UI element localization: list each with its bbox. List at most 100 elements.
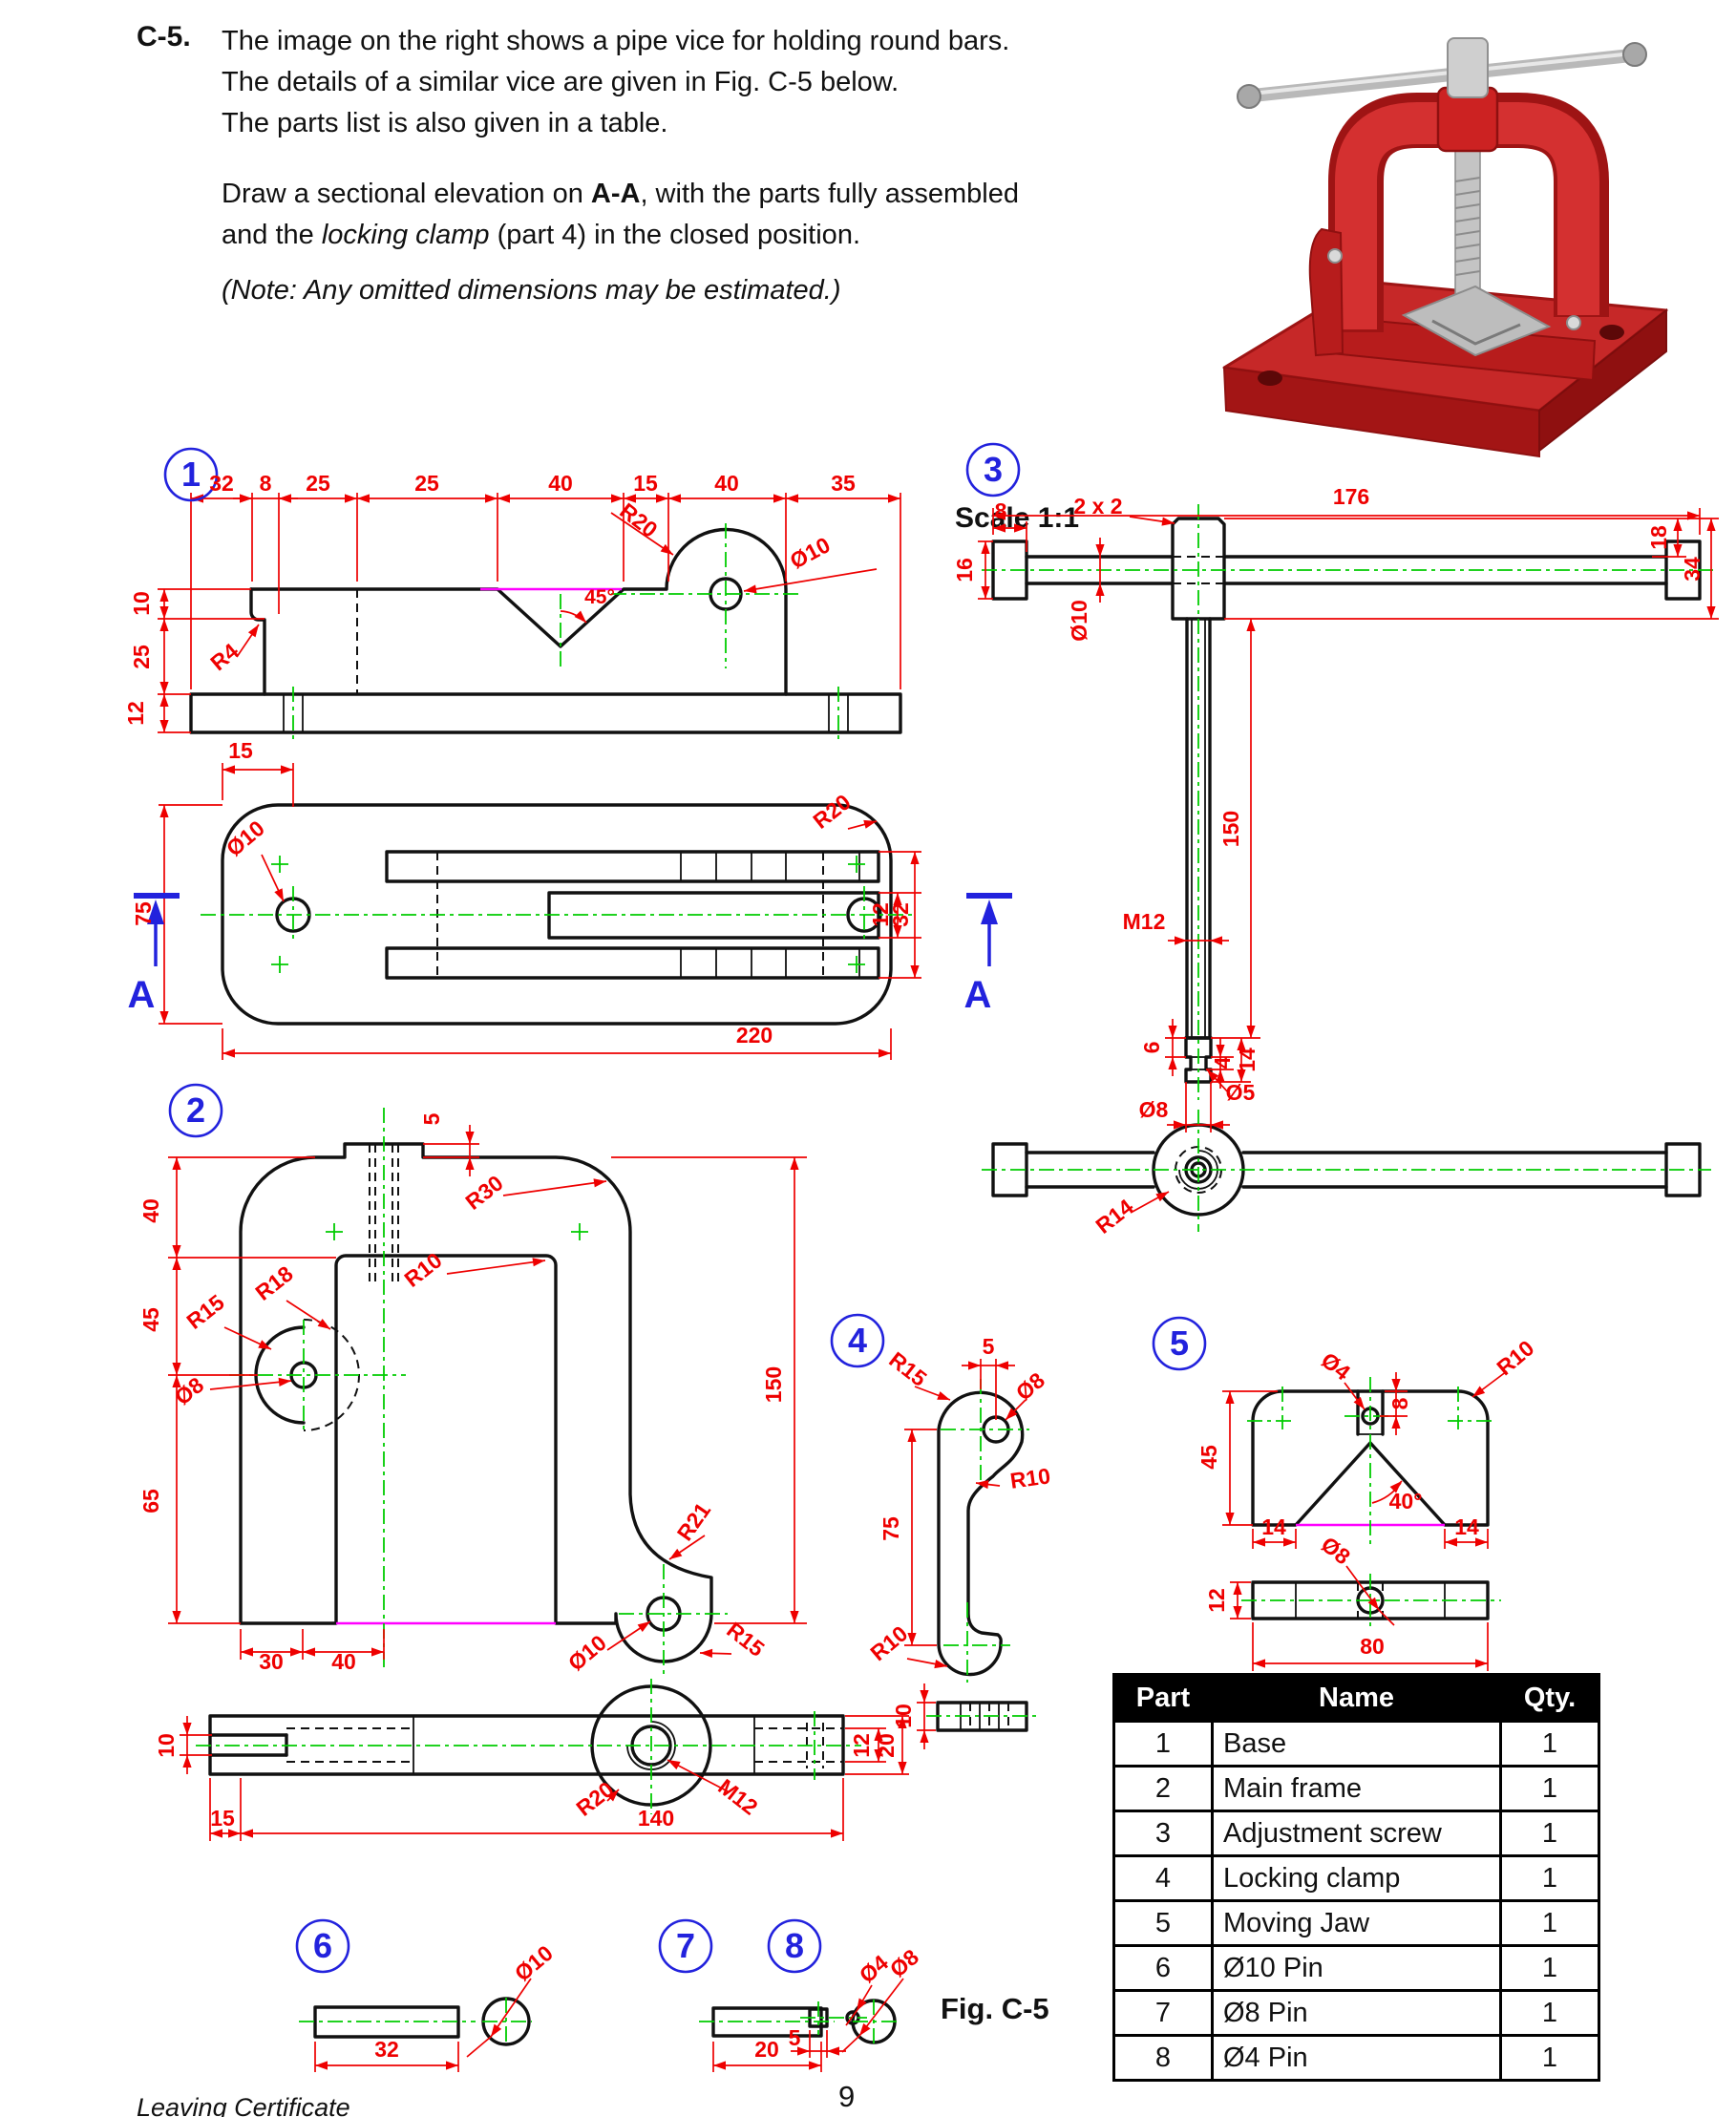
table-header-qty: Qty. [1499, 1673, 1600, 1723]
dim-label: 45° [584, 586, 615, 608]
qty-cell: 1 [1499, 1989, 1600, 2037]
clamp-3d [1308, 227, 1344, 357]
screw-head-3d [1447, 37, 1489, 98]
part-name-cell: Ø4 Pin [1211, 2034, 1502, 2082]
dim-label: Ø10 [563, 1630, 611, 1676]
dim-label: Ø8 [1317, 1532, 1355, 1570]
part2-mainframe-elevation [239, 1142, 713, 1663]
dim-label: 15 [633, 471, 658, 496]
part-no-cell: 6 [1112, 1944, 1214, 1992]
dim-label: R20 [571, 1776, 618, 1820]
part-balloons-layer: 12 3 4 5 6 7 8 [163, 442, 1207, 1974]
dim-label: 18 [1646, 525, 1671, 550]
dim-label: 40° [1389, 1489, 1423, 1514]
dim-label: Ø4 [1317, 1347, 1355, 1386]
dim-label: Ø10 [1067, 600, 1091, 641]
qty-cell: 1 [1499, 1810, 1600, 1857]
dim-label: 40 [714, 471, 739, 496]
dim-label: 8 [1387, 1397, 1412, 1409]
dim-label: 8 [995, 498, 1007, 523]
dim-label: 40 [138, 1198, 163, 1223]
dim-label: 32 [209, 471, 234, 496]
statement-line-2: The details of a similar vice are given … [222, 67, 900, 97]
balloon-number: 8 [785, 1926, 804, 1965]
centerlines-layer [196, 504, 1714, 2046]
dim-label: 12 [868, 902, 893, 927]
dim-label: 16 [952, 558, 977, 582]
dim-label: 15 [210, 1806, 235, 1831]
dim-label: 40 [548, 471, 573, 496]
dimensions-layer [158, 493, 1719, 2072]
dim-label: 40 [331, 1649, 356, 1674]
dim-label: R20 [615, 497, 662, 541]
balloon-number: 3 [984, 450, 1003, 489]
balloon-number: 7 [676, 1926, 695, 1965]
dim-label: 2 x 2 [1073, 494, 1122, 519]
part-no-cell: 3 [1112, 1810, 1214, 1857]
dim-label: M12 [1123, 909, 1166, 934]
part-no-cell: 1 [1112, 1720, 1214, 1768]
dim-label: 34 [1680, 557, 1704, 582]
part-name-cell: Ø8 Pin [1211, 1989, 1502, 2037]
problem-statement: The image on the right shows a pipe vice… [222, 21, 1009, 144]
part-no-cell: 2 [1112, 1765, 1214, 1812]
balloon-5 [1152, 1316, 1207, 1371]
dim-label: 150 [761, 1366, 786, 1403]
dim-label: 20 [874, 1733, 899, 1758]
dim-label: 32 [374, 2037, 399, 2062]
dim-label: 45 [1196, 1445, 1221, 1470]
dim-label: 32 [888, 902, 913, 927]
balloon-7 [658, 1918, 713, 1974]
dim-label: Ø8 [885, 1944, 923, 1982]
part-name-cell: Locking clamp [1211, 1854, 1502, 1902]
dim-label: R30 [460, 1170, 507, 1214]
page-number: 9 [838, 2080, 856, 2113]
dim-label: R10 [865, 1620, 912, 1665]
dim-label: 65 [138, 1489, 163, 1514]
dim-label: 10 [891, 1704, 916, 1728]
dim-label: 14 [1454, 1514, 1479, 1539]
dim-label: 5 [789, 2025, 801, 2050]
note-text: (Note: Any omitted dimensions may be est… [222, 275, 841, 306]
dim-label: 220 [736, 1023, 773, 1048]
balloon-1 [163, 447, 219, 502]
dim-label: 80 [1360, 1634, 1385, 1659]
balloon-number: 5 [1170, 1323, 1189, 1363]
dim-label: R4 [205, 638, 243, 675]
dim-label: R14 [1090, 1194, 1137, 1238]
dim-label: 5 [983, 1334, 995, 1359]
part-name-cell: Ø10 Pin [1211, 1944, 1502, 1992]
dim-label: Ø8 [1139, 1097, 1169, 1122]
dim-label: R21 [672, 1498, 716, 1546]
dim-label: 140 [638, 1806, 674, 1831]
balloon-number: 4 [848, 1321, 867, 1360]
vice-3d-image [1222, 37, 1668, 458]
figure-label: Fig. C-5 [941, 1992, 1049, 2025]
dim-label: R15 [884, 1346, 931, 1391]
dim-label: 12 [849, 1733, 874, 1758]
dim-label: Ø4 [855, 1950, 893, 1988]
dim-label: Ø10 [510, 1940, 558, 1986]
dim-label: 6 [1139, 1042, 1164, 1054]
part-no-cell: 7 [1112, 1989, 1214, 2037]
qty-cell: 1 [1499, 2034, 1600, 2082]
qty-cell: 1 [1499, 1899, 1600, 1947]
dim-label: R18 [250, 1260, 297, 1305]
qty-cell: 1 [1499, 1944, 1600, 1992]
qty-cell: 1 [1499, 1720, 1600, 1768]
dim-label: 150 [1218, 811, 1243, 847]
vee-jaw-3d [1401, 285, 1552, 357]
part-no-cell: 4 [1112, 1854, 1214, 1902]
dim-label: 8 [260, 471, 272, 496]
dim-label: 10 [129, 591, 154, 616]
dim-label: Ø10 [786, 532, 835, 573]
dim-label: 12 [1204, 1588, 1229, 1613]
dim-label: 25 [306, 471, 330, 496]
qty-cell: 1 [1499, 1765, 1600, 1812]
